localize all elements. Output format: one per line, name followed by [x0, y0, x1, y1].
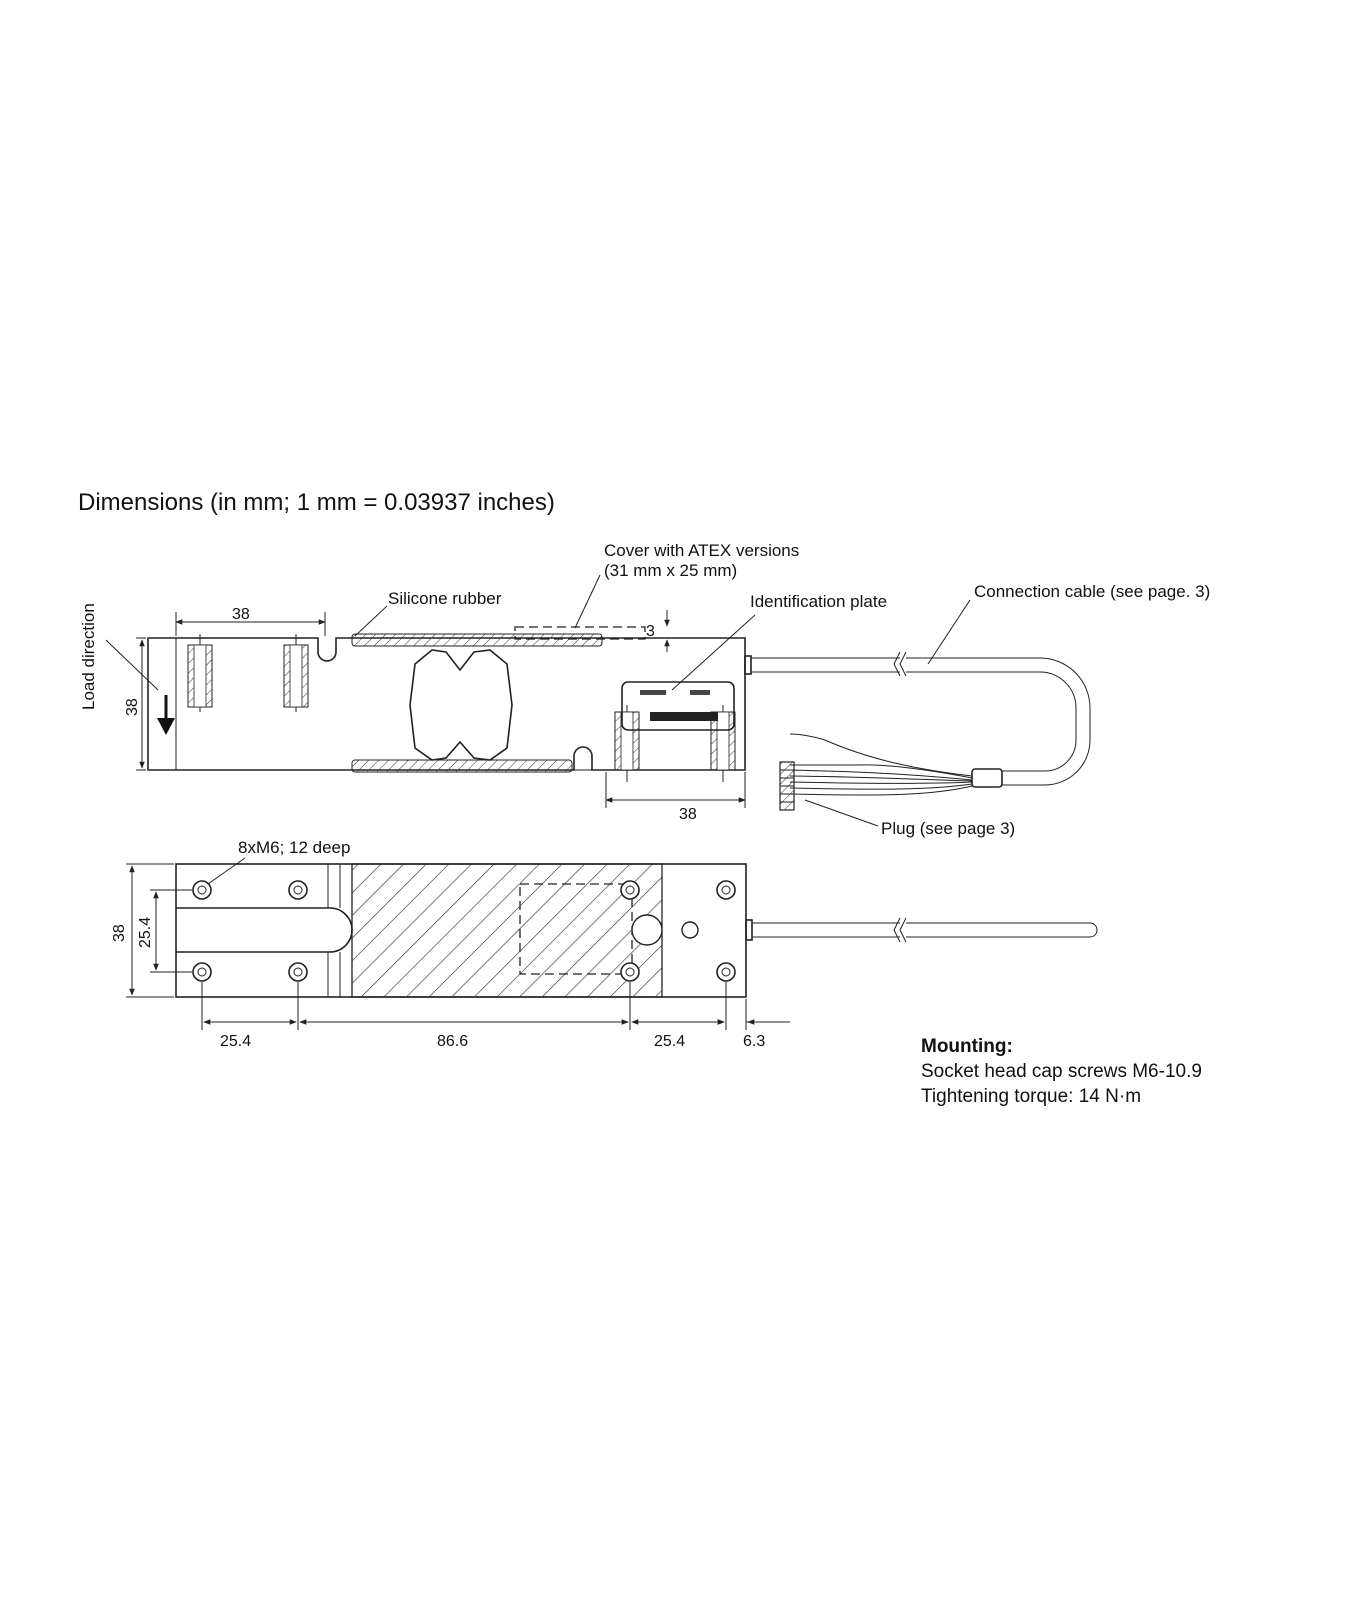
binocular-cutout	[409, 649, 513, 761]
mounting-hole-2	[288, 880, 308, 900]
mounting-hole-6	[716, 880, 736, 900]
side-thread-left-2	[283, 634, 309, 712]
dim-spacing-left: 25.4	[220, 1033, 251, 1050]
plug-connector	[779, 761, 795, 811]
identification-plate	[621, 681, 735, 731]
dim-spacing-mid: 86.6	[437, 1033, 468, 1050]
side-thread-right-1	[614, 705, 640, 782]
plug-label: Plug (see page 3)	[881, 819, 1015, 838]
identification-plate-label: Identification plate	[750, 592, 887, 611]
dim-top-height: 38	[111, 924, 128, 942]
dim-cover-offset: 3	[646, 623, 655, 640]
mounting-heading: Mounting:	[921, 1036, 1013, 1057]
mounting-hole-8	[716, 962, 736, 982]
connection-cable-label: Connection cable (see page. 3)	[974, 582, 1210, 601]
cover-label-line2: (31 mm x 25 mm)	[604, 561, 737, 580]
top-view	[126, 857, 1098, 1030]
dim-spacing-right: 25.4	[654, 1033, 685, 1050]
dim-side-bottom-width: 38	[679, 806, 697, 823]
connection-cable	[906, 657, 1091, 786]
hatched-sensor-area	[351, 863, 663, 998]
dim-end-offset: 6.3	[743, 1033, 765, 1050]
dim-top-inner-height: 25.4	[137, 917, 154, 948]
load-direction-label: Load direction	[79, 603, 98, 710]
mounting-hole-1	[192, 880, 212, 900]
dim-side-top-width: 38	[232, 606, 250, 623]
mounting-hole-4	[288, 962, 308, 982]
load-direction-arrow-icon	[157, 695, 175, 735]
silicone-rubber-label: Silicone rubber	[388, 589, 502, 608]
mounting-hole-5	[620, 880, 640, 900]
side-thread-right-2	[710, 705, 736, 782]
mounting-hole-3	[192, 962, 212, 982]
side-thread-left-1	[187, 634, 213, 712]
drawing-title: Dimensions (in mm; 1 mm = 0.03937 inches…	[78, 489, 555, 516]
mounting-hole-7	[620, 962, 640, 982]
thread-spec-label: 8xM6; 12 deep	[238, 838, 350, 857]
side-view-body	[147, 637, 746, 771]
mounting-screws: Socket head cap screws M6-10.9	[921, 1061, 1202, 1082]
dim-side-height: 38	[124, 698, 141, 716]
cover-label-line1: Cover with ATEX versions	[604, 541, 799, 560]
side-view	[105, 574, 1091, 827]
mounting-torque: Tightening torque: 14 N·m	[921, 1086, 1141, 1107]
